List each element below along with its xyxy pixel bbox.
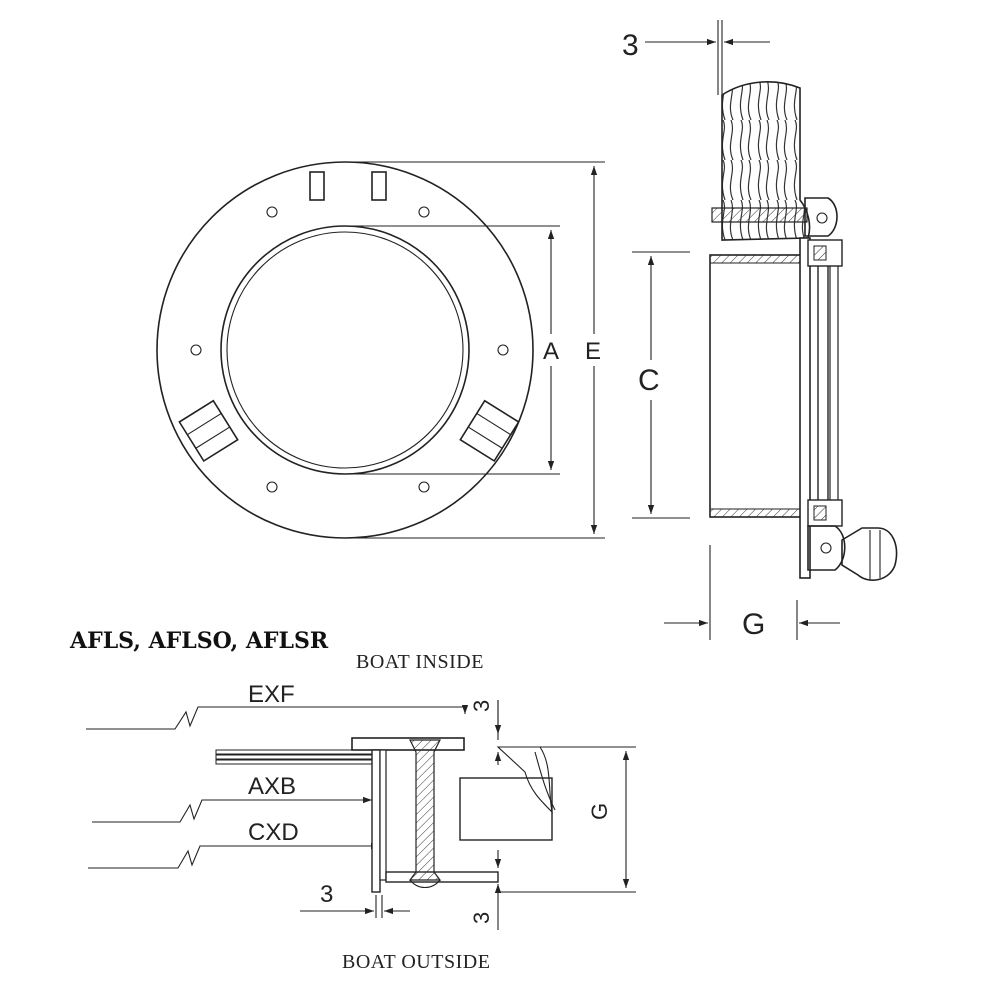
screw-holes (190, 206, 509, 493)
model-title: AFLS, AFLSO, AFLSR (69, 628, 329, 654)
hinge-bottom (807, 525, 846, 571)
side-view: 3 C G (622, 20, 898, 641)
dimension-3-top-label: 3 (622, 29, 639, 62)
bolt-top (711, 207, 808, 223)
outer-flange-ring (156, 161, 534, 539)
flange (799, 237, 811, 579)
front-view: A E (156, 161, 608, 539)
dimension-g-section-label: G (587, 803, 612, 820)
latch-slot (309, 171, 325, 201)
glass-inner-ring (226, 231, 464, 469)
boat-inside-label: BOAT INSIDE (356, 651, 484, 673)
section-view: AFLS, AFLSO, AFLSR BOAT INSIDE BOAT OUTS… (69, 628, 636, 973)
glass-pane (817, 264, 829, 506)
latch-slot (371, 171, 387, 201)
wood-edge (496, 746, 553, 814)
hinge-block-right (459, 399, 520, 463)
dimension-3-right-top-label: 3 (469, 700, 494, 712)
inside-flange (351, 737, 465, 751)
hinge-block-left (178, 399, 239, 463)
boat-outside-label: BOAT OUTSIDE (342, 951, 490, 973)
dimension-3-right-bottom-label: 3 (469, 912, 494, 924)
dimension-c-label: C (638, 364, 660, 397)
dimension-g-label: G (742, 608, 765, 641)
glass-outer-ring (220, 225, 470, 475)
label-cxd: CXD (248, 819, 299, 846)
wood-hull-section (721, 81, 811, 241)
dimension-a-label: A (543, 338, 559, 365)
dimension-e-label: E (585, 338, 601, 365)
outside-ring (385, 871, 499, 883)
label-exf: EXF (248, 681, 295, 708)
dimension-3-bottom-label: 3 (320, 881, 333, 908)
screw (408, 739, 442, 881)
knob (841, 527, 898, 581)
label-axb: AXB (248, 773, 296, 800)
porthole-frame-body (709, 254, 809, 518)
